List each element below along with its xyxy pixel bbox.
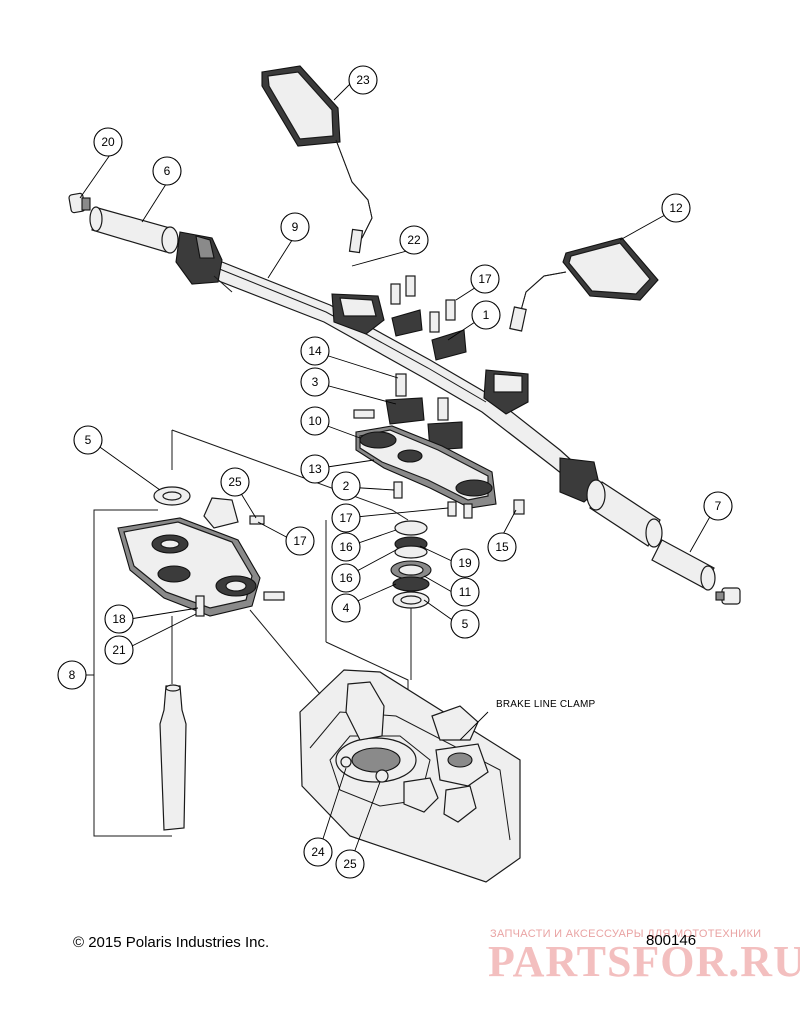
- svg-text:17: 17: [478, 272, 492, 286]
- callout-24: 24: [303, 837, 333, 867]
- svg-text:5: 5: [462, 617, 469, 631]
- svg-text:17: 17: [293, 534, 307, 548]
- svg-text:25: 25: [343, 857, 357, 871]
- lower-triple-clamp: [117, 497, 285, 617]
- callout-5-right: 5: [450, 609, 480, 639]
- callout-3: 3: [300, 367, 330, 397]
- watermark-tagline: ЗАПЧАСТИ И АКСЕССУАРЫ ДЛЯ МОТОТЕХНИКИ: [490, 928, 762, 940]
- callout-9: 9: [280, 212, 310, 242]
- stem-bracket: [93, 509, 172, 837]
- brake-line-clamp-label: BRAKE LINE CLAMP: [496, 699, 596, 710]
- callout-17-left: 17: [285, 526, 315, 556]
- svg-text:23: 23: [356, 73, 370, 87]
- svg-text:24: 24: [311, 845, 325, 859]
- svg-text:22: 22: [407, 233, 421, 247]
- left-master-cylinder: [331, 293, 385, 335]
- callout-11: 11: [450, 577, 480, 607]
- right-bar-end: [715, 587, 741, 605]
- svg-text:7: 7: [715, 499, 722, 513]
- riser-bolts: [353, 373, 449, 421]
- callout-4: 4: [331, 593, 361, 623]
- callout-13: 13: [300, 454, 330, 484]
- callout-8: 8: [57, 660, 87, 690]
- right-grip: [586, 479, 663, 548]
- svg-text:9: 9: [292, 220, 299, 234]
- svg-text:2: 2: [343, 479, 350, 493]
- svg-text:16: 16: [339, 540, 353, 554]
- svg-text:1: 1: [483, 308, 490, 322]
- svg-text:5: 5: [85, 433, 92, 447]
- upper-triple-clamp: [355, 425, 525, 519]
- right-mirror: [509, 237, 659, 332]
- clamp-bolts: [390, 275, 456, 333]
- left-bar-end: [68, 192, 91, 214]
- callout-1: 1: [471, 300, 501, 330]
- svg-text:6: 6: [164, 164, 171, 178]
- right-master-cylinder: [483, 369, 529, 415]
- callout-15: 15: [487, 532, 517, 562]
- svg-text:8: 8: [69, 668, 76, 682]
- copyright-notice: © 2015 Polaris Industries Inc.: [73, 934, 270, 951]
- svg-text:19: 19: [458, 556, 472, 570]
- steering-bearing-stack: [390, 520, 432, 609]
- svg-text:20: 20: [101, 135, 115, 149]
- brake-line-detail-view: [249, 609, 521, 883]
- callout-7: 7: [703, 491, 733, 521]
- callout-25-bottom: 25: [335, 849, 365, 879]
- diagram-number: 800146: [646, 932, 697, 949]
- callout-10: 10: [300, 406, 330, 436]
- svg-text:21: 21: [112, 643, 126, 657]
- svg-text:12: 12: [669, 201, 683, 215]
- callout-22: 22: [399, 225, 429, 255]
- svg-text:13: 13: [308, 462, 322, 476]
- callout-18: 18: [104, 604, 134, 634]
- callout-14: 14: [300, 336, 330, 366]
- svg-text:11: 11: [459, 585, 472, 599]
- svg-text:14: 14: [308, 344, 322, 358]
- left-mirror: [261, 65, 373, 254]
- svg-text:17: 17: [339, 511, 353, 525]
- lower-bearing-top: [153, 486, 191, 506]
- upper-clamps: [391, 309, 467, 361]
- left-grip: [89, 206, 179, 254]
- svg-text:3: 3: [312, 375, 319, 389]
- svg-text:15: 15: [495, 540, 509, 554]
- callout-25-top: 25: [220, 467, 250, 497]
- risers: [385, 397, 463, 451]
- svg-text:4: 4: [343, 601, 350, 615]
- steering-stem: [159, 616, 187, 831]
- callout-2: 2: [331, 471, 361, 501]
- left-switch-housing: [175, 231, 233, 293]
- callout-17-mid: 17: [331, 503, 361, 533]
- svg-text:18: 18: [112, 612, 126, 626]
- callout-5-left: 5: [73, 425, 103, 455]
- callout-20: 20: [93, 127, 123, 157]
- callout-21: 21: [104, 635, 134, 665]
- callout-6: 6: [152, 156, 182, 186]
- right-grip-sleeve: [651, 539, 716, 591]
- callout-23: 23: [348, 65, 378, 95]
- callout-16-lower: 16: [331, 563, 361, 593]
- callout-19: 19: [450, 548, 480, 578]
- svg-text:10: 10: [308, 414, 322, 428]
- callout-16-upper: 16: [331, 532, 361, 562]
- svg-text:16: 16: [339, 571, 353, 585]
- callout-17-top: 17: [470, 264, 500, 294]
- callout-12: 12: [661, 193, 691, 223]
- svg-text:25: 25: [228, 475, 242, 489]
- exploded-view-outline: [171, 429, 409, 700]
- watermark-logo: PARTSFOR.RU: [488, 937, 800, 986]
